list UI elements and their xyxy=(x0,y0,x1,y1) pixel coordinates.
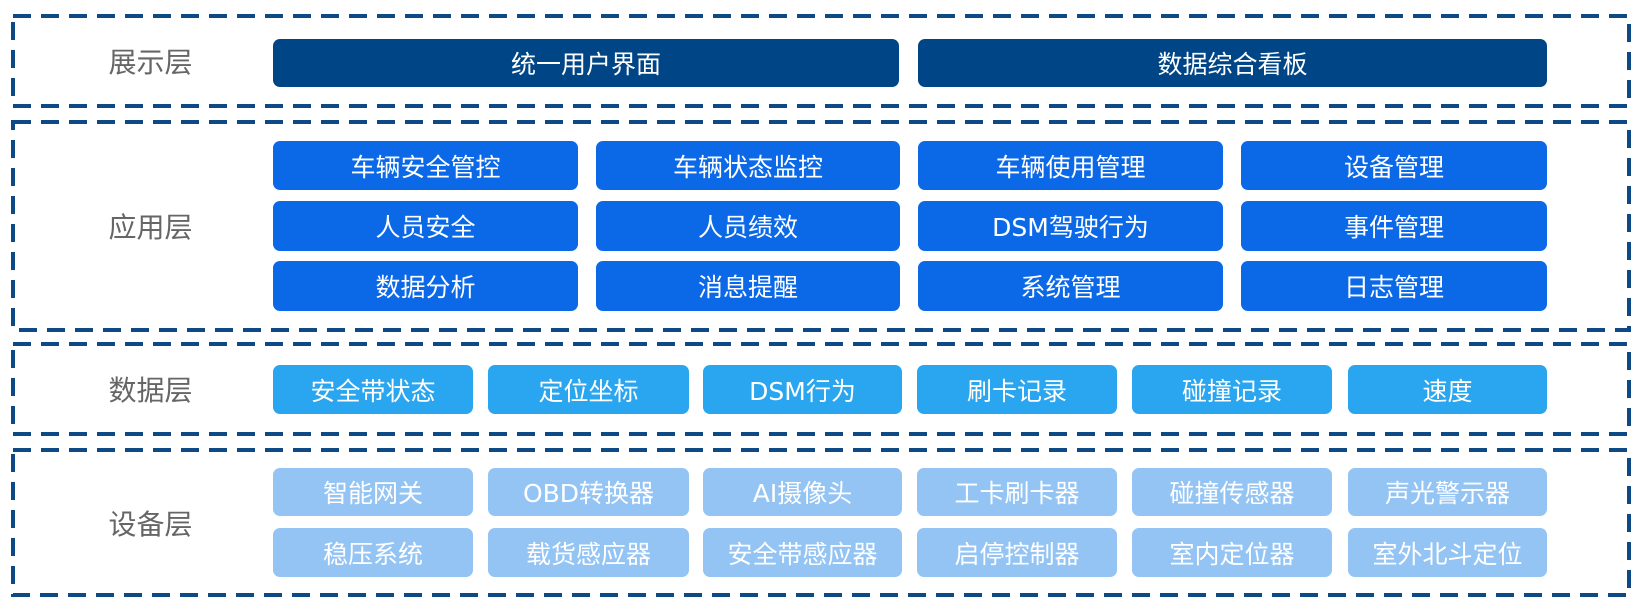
application-module: 车辆安全管控 xyxy=(273,141,578,190)
dashed-border xyxy=(11,120,1631,332)
application-module: 数据分析 xyxy=(273,261,578,311)
data-module: 刷卡记录 xyxy=(917,365,1117,414)
layer-label: 展示层 xyxy=(108,46,193,79)
layer-application: 应用层 xyxy=(11,120,1631,332)
device-module: 碰撞传感器 xyxy=(1132,468,1332,516)
layer-label: 设备层 xyxy=(108,507,193,541)
device-module: OBD转换器 xyxy=(488,468,689,516)
presentation-module: 统一用户界面 xyxy=(273,39,899,87)
layer-label: 应用层 xyxy=(108,211,193,244)
dashed-border xyxy=(11,448,1631,597)
data-module: DSM行为 xyxy=(703,365,902,414)
application-module: 车辆使用管理 xyxy=(918,141,1223,190)
layer-label: 数据层 xyxy=(108,374,193,407)
application-module: 事件管理 xyxy=(1241,201,1547,251)
data-module: 碰撞记录 xyxy=(1132,365,1332,414)
application-module: 日志管理 xyxy=(1241,261,1547,311)
device-module: 声光警示器 xyxy=(1348,468,1547,516)
layer-data: 数据层 xyxy=(11,342,1631,436)
dashed-border xyxy=(11,14,1631,108)
presentation-module: 数据综合看板 xyxy=(918,39,1547,87)
layer-presentation: 展示层 xyxy=(11,14,1631,108)
device-module: 智能网关 xyxy=(273,468,473,516)
device-module: 室内定位器 xyxy=(1132,528,1332,577)
dashed-border xyxy=(11,342,1631,436)
device-module: 室外北斗定位 xyxy=(1348,528,1547,577)
device-module: 启停控制器 xyxy=(917,528,1117,577)
application-module: 系统管理 xyxy=(918,261,1223,311)
layer-device: 设备层 xyxy=(11,448,1631,597)
data-module: 安全带状态 xyxy=(273,365,473,414)
data-module: 定位坐标 xyxy=(488,365,689,414)
application-module: 设备管理 xyxy=(1241,141,1547,190)
application-module: 消息提醒 xyxy=(596,261,900,311)
device-module: 载货感应器 xyxy=(488,528,689,577)
application-module: 人员绩效 xyxy=(596,201,900,251)
application-module: DSM驾驶行为 xyxy=(918,201,1223,251)
device-module: 安全带感应器 xyxy=(703,528,902,577)
device-module: 稳压系统 xyxy=(273,528,473,577)
data-module: 速度 xyxy=(1348,365,1547,414)
device-module: AI摄像头 xyxy=(703,468,902,516)
device-module: 工卡刷卡器 xyxy=(917,468,1117,516)
application-module: 车辆状态监控 xyxy=(596,141,900,190)
application-module: 人员安全 xyxy=(273,201,578,251)
